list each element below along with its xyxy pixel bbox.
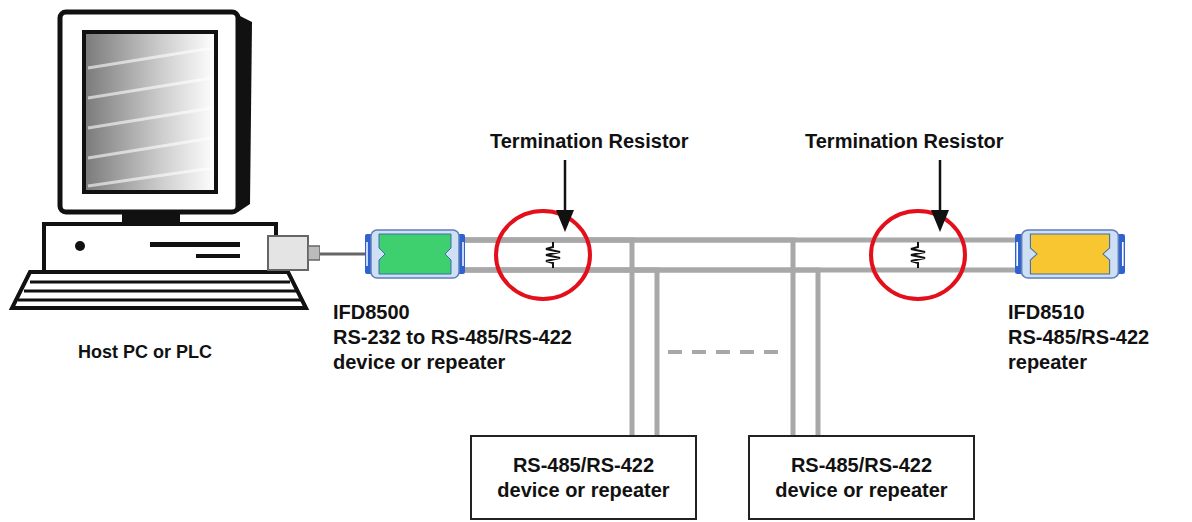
leader-arrow — [931, 160, 949, 232]
converter-module — [1015, 228, 1125, 280]
callout-label: Termination Resistor — [805, 130, 1004, 153]
bus-wire — [465, 240, 1015, 270]
ellipsis-dashes — [668, 350, 778, 354]
leader-arrow — [556, 160, 574, 232]
computer-illustration — [0, 8, 320, 313]
device-label: RS-232 to RS-485/RS-422 device or repeat… — [333, 325, 633, 375]
device-label: Host PC or PLC — [78, 340, 308, 365]
device-box: RS-485/RS-422 device or repeater — [748, 435, 975, 520]
converter-module — [365, 228, 465, 280]
device-label: RS-485/RS-422 device or repeater — [762, 453, 962, 503]
resistor-symbol — [496, 211, 590, 299]
device-name: IFD8510 — [1008, 300, 1184, 325]
device-label: RS-485/RS-422 device or repeater — [484, 453, 684, 503]
serial-cable — [320, 253, 365, 256]
device-label: RS-485/RS-422 repeater — [1008, 325, 1184, 375]
host-computer: Host PC or PLC — [0, 8, 320, 313]
converter-device: IFD8500RS-232 to RS-485/RS-422 device or… — [365, 228, 465, 280]
device-name: IFD8500 — [333, 300, 633, 325]
callout-label: Termination Resistor — [490, 130, 689, 153]
resistor-symbol — [871, 211, 965, 299]
repeater-device: IFD8510RS-485/RS-422 repeater — [1015, 228, 1125, 280]
device-box: RS-485/RS-422 device or repeater — [470, 435, 697, 520]
